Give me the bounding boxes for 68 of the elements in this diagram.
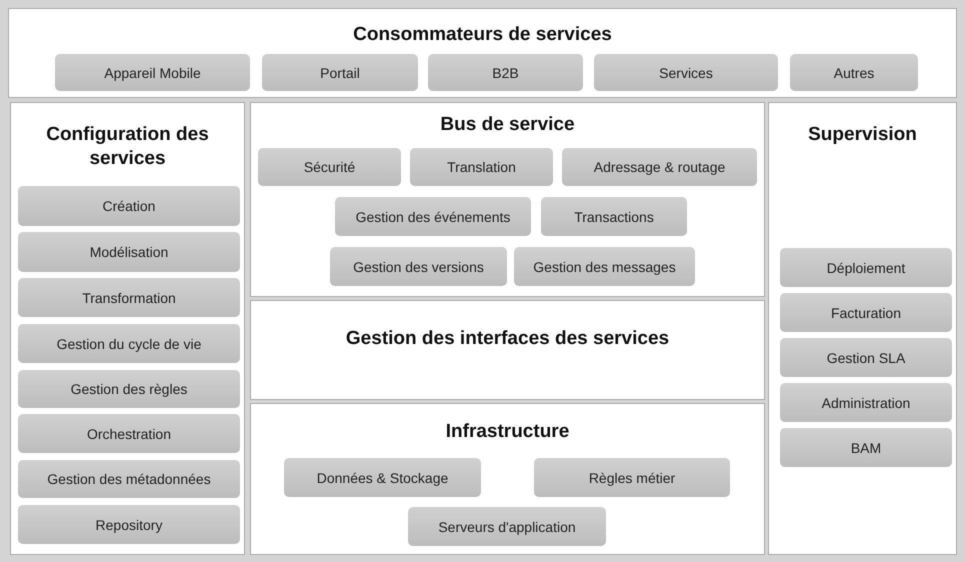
component-label: Modélisation [90,244,168,260]
component-box [514,247,695,286]
component-box [330,247,507,286]
component-box [258,148,401,186]
component-label: Autres [834,64,874,80]
component-box [18,414,240,453]
component-label: Repository [96,516,162,532]
component-box [18,370,240,408]
component-label: Translation [447,159,516,175]
component-label: Sécurité [304,159,356,175]
component-box [335,197,531,236]
panel-title: Infrastructure [444,420,570,444]
component-box [410,148,553,186]
component-label: Gestion des événements [356,208,510,224]
component-label: Transactions [574,208,654,224]
component-label: Orchestration [86,426,172,442]
component-box [18,278,240,317]
layer-panel [250,403,765,555]
panel-title: Supervision [807,123,918,147]
component-box [562,148,757,186]
component-label: Gestion des versions [353,258,484,274]
panel-title: Gestion des interfaces des services [344,327,670,351]
panel-title: Bus de service [439,113,576,137]
component-box [262,54,418,91]
component-box [780,383,952,422]
component-label: Transformation [82,290,176,306]
layer-panel [250,102,765,297]
component-box [284,458,481,497]
component-box [790,54,918,91]
component-box [18,460,240,498]
component-box [541,197,687,236]
component-label: B2B [492,64,519,80]
component-label: Gestion du cycle de vie [56,336,202,352]
component-label: Gestion des règles [70,381,188,397]
component-label: Données & Stockage [316,470,448,486]
component-box [18,324,240,363]
component-label: Adressage & routage [594,159,726,175]
component-label: Déploiement [826,260,906,276]
component-box [780,338,952,377]
component-box [780,293,952,332]
panel-title: Configuration des services [45,123,210,171]
component-label: Services [659,64,713,80]
component-label: Appareil Mobile [104,64,201,80]
component-box [594,54,778,91]
component-box [18,232,240,272]
component-label: Gestion des métadonnées [47,471,211,487]
component-box [428,54,583,91]
component-label: Gestion SLA [826,350,906,366]
component-box [780,428,952,467]
component-box [780,248,952,287]
component-label: Portail [320,64,360,80]
layer-panel [250,300,765,400]
component-box [534,458,730,497]
layer-panel [8,8,957,98]
component-label: BAM [850,440,882,456]
component-label: Administration [822,394,910,410]
component-box [18,505,240,544]
component-box [408,507,606,546]
component-label: Facturation [830,304,902,320]
component-label: Serveurs d'application [438,518,576,534]
component-box [18,186,240,226]
layer-panel [10,102,245,555]
layer-panel [768,102,957,555]
panel-title: Consommateurs de services [352,23,613,47]
component-label: Gestion des messages [533,258,676,274]
component-box [55,54,250,91]
component-label: Règles métier [588,470,676,486]
component-label: Création [102,198,156,214]
